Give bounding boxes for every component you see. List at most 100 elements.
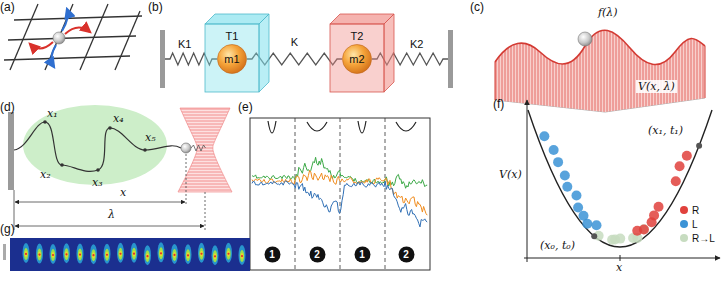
potential-surface: [495, 30, 705, 64]
axis: [620, 255, 621, 261]
legend-swatch: [679, 232, 689, 244]
heat-streak: [213, 250, 217, 262]
step-number-text: 2: [403, 249, 409, 260]
heat-streak: [51, 249, 55, 261]
hopping-arrows: [62, 9, 68, 31]
heat-streak: [173, 254, 175, 256]
monomer-bead: [143, 148, 147, 152]
mass-label: m2: [349, 53, 364, 65]
heat-streak: [132, 248, 136, 260]
wall: [160, 30, 165, 88]
image-strip: [10, 238, 250, 271]
particle-dot: [654, 202, 664, 212]
heat-streak: [79, 252, 82, 258]
heat-streak: [200, 253, 202, 255]
heat-streak: [92, 254, 94, 256]
heat-streak: [186, 249, 190, 261]
protocol-frame: [340, 118, 341, 270]
distance-label: x: [120, 186, 126, 199]
dimension-lines: [186, 154, 187, 206]
protocol-frame: [295, 118, 296, 270]
heat-streak: [144, 245, 151, 265]
legend-text: R→L: [692, 233, 715, 244]
particle-dot: [539, 131, 549, 141]
particle-dot: [562, 182, 572, 192]
axis: [527, 100, 528, 262]
heat-streak: [200, 251, 203, 257]
particle-dot: [615, 234, 625, 244]
heat-streak: [227, 253, 229, 255]
potential-surface: [495, 30, 705, 112]
wall: [448, 30, 453, 88]
particle-dot: [571, 190, 581, 200]
axis-label: V(x): [499, 168, 522, 181]
heat-streak: [214, 255, 216, 257]
heat-streak: [133, 253, 135, 255]
particle: [578, 32, 592, 46]
protocol-frame: [385, 118, 386, 270]
legend-text: R: [692, 205, 699, 216]
heat-bath-box: T1m1: [205, 14, 269, 92]
heat-streak: [187, 254, 189, 256]
step-number: 1: [354, 246, 371, 263]
spring-label: K2: [410, 38, 423, 50]
dimension-lines: [15, 202, 185, 203]
step-number: 1: [264, 246, 281, 263]
step-number: 2: [398, 246, 415, 263]
wall: [160, 30, 453, 88]
trap-icon: [396, 122, 416, 131]
heat-streak: [25, 251, 28, 257]
mass-ball: m2: [342, 44, 372, 74]
point-label: (x₁, t₁): [648, 124, 683, 137]
heat-streak: [145, 250, 149, 262]
legend-entry: R→L: [679, 232, 715, 244]
monomer-bead: [60, 163, 64, 167]
heat-streak: [117, 243, 124, 263]
heat-streak: [65, 253, 67, 255]
heat-streak: [118, 248, 122, 260]
potential-label: V(x, λ): [636, 80, 677, 93]
hopping-arrows: [30, 42, 53, 49]
heat-streak: [146, 255, 148, 257]
legend-swatch-dot: [680, 234, 688, 242]
monomer-label: x₂: [40, 168, 51, 181]
particle-dot: [591, 233, 597, 239]
heat-streak: [90, 244, 97, 264]
heat-streak: [160, 250, 163, 256]
panel-label: (e): [238, 100, 253, 114]
heat-streak: [241, 255, 243, 257]
monomer-bead: [96, 168, 100, 172]
heat-streak: [187, 252, 190, 258]
heat-streak: [160, 252, 162, 254]
heat-streak: [131, 243, 138, 263]
potential-surface: [495, 30, 705, 112]
protocol-frame: [250, 118, 430, 270]
hopping-arrows: [51, 45, 56, 67]
monomer-label: x₃: [92, 176, 103, 189]
trajectory: [252, 170, 427, 215]
particle-dot: [675, 161, 685, 171]
heat-bath-box: T2 m2: [330, 14, 394, 92]
lattice-grid: [115, 11, 140, 70]
heat-streak: [214, 253, 217, 259]
axis: [524, 100, 720, 262]
trap-icon: [268, 121, 276, 133]
heat-streak: [77, 244, 84, 264]
heat-streak: [171, 244, 178, 264]
heat-streak: [52, 252, 55, 258]
heat-streak: [119, 253, 121, 255]
heat-streak: [65, 251, 68, 257]
lattice-grid: [80, 4, 108, 70]
particle-dot: [671, 176, 681, 186]
temperature-label: T2: [351, 30, 364, 42]
monomer-bead: [43, 120, 147, 172]
panel-label: (a): [0, 0, 15, 14]
trap-spring: [191, 145, 206, 151]
heat-streak: [106, 254, 108, 256]
force-label: f(λ): [598, 6, 618, 19]
panel-label: (b): [148, 0, 163, 14]
heat-streak: [63, 243, 70, 263]
particle-dot: [639, 224, 649, 234]
potential-surface: [705, 46, 706, 98]
